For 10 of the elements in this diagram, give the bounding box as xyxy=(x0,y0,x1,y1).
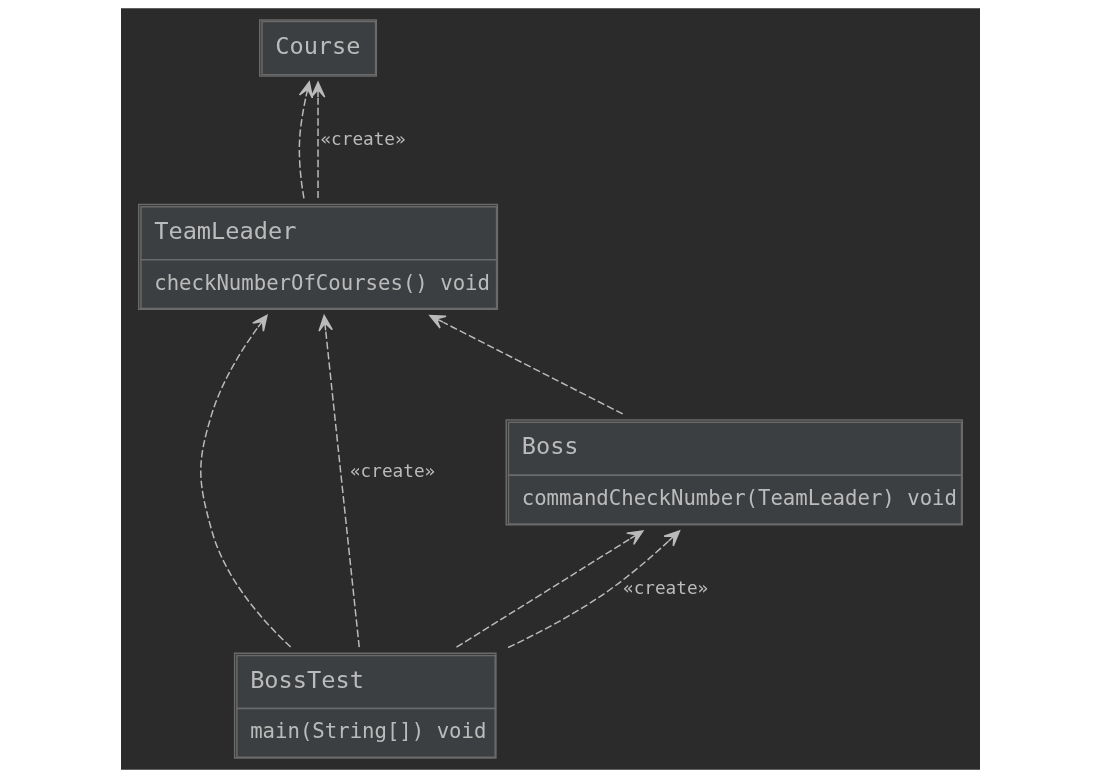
edge-label: «create» xyxy=(319,128,406,149)
arrow xyxy=(199,314,291,648)
edge-label: «create» xyxy=(622,577,708,598)
arrow xyxy=(428,314,623,415)
arrow xyxy=(317,314,360,648)
edge-label: «create» xyxy=(349,460,435,481)
arrow xyxy=(506,530,680,649)
arrow xyxy=(455,530,644,648)
arrow xyxy=(310,81,325,199)
arrow xyxy=(298,81,313,200)
